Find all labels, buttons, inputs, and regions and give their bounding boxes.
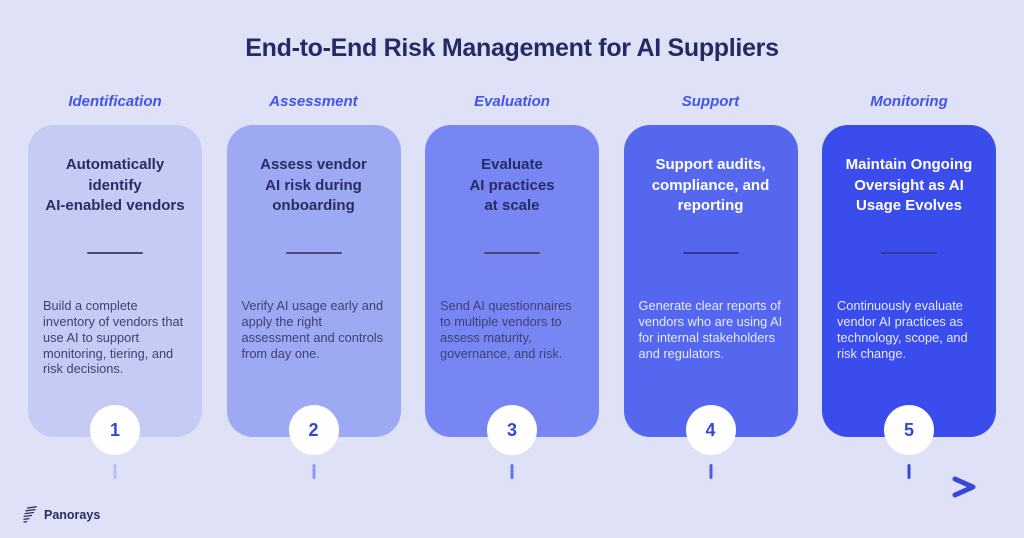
step-number: 3	[506, 419, 517, 440]
step-number-badge: 2	[288, 405, 339, 455]
card-title: Assess vendor AI risk during onboarding	[260, 156, 367, 215]
divider	[881, 252, 937, 254]
divider	[682, 252, 739, 254]
card-title: Evaluate AI practices at scale	[469, 156, 555, 215]
stage-label-support: Support	[681, 93, 740, 110]
card-title: Support audits, compliance, and reportin…	[651, 156, 770, 215]
cards-row: Automatically identify AI-enabled vendor…	[28, 125, 996, 479]
timeline-tick	[709, 464, 712, 479]
card-description: Send AI questionnaires to multiple vendo…	[440, 298, 572, 361]
step-number: 1	[109, 419, 120, 440]
card-title: Maintain Ongoing Oversight as AI Usage E…	[845, 156, 973, 215]
divider	[87, 252, 143, 254]
stage-label-cell: Evaluation	[425, 93, 599, 111]
timeline-tick	[113, 464, 117, 479]
stage-label-evaluation: Evaluation	[474, 93, 550, 110]
stage-label-identification: Identification	[68, 93, 162, 110]
timeline-arrow	[45, 476, 976, 498]
card-description: Continuously evaluate vendor AI practice…	[837, 298, 968, 361]
card-description: Build a complete inventory of vendors th…	[43, 298, 184, 377]
panorays-logo-icon	[23, 506, 37, 523]
card-description: Generate clear reports of vendors who ar…	[638, 298, 783, 361]
step-number: 2	[308, 419, 319, 440]
card-description: Verify AI usage early and apply the righ…	[241, 298, 384, 361]
stage-label-monitoring: Monitoring	[870, 93, 948, 110]
timeline-tick	[312, 464, 315, 479]
step-number: 5	[903, 419, 914, 440]
card-assessment: Assess vendor AI risk during onboarding …	[226, 125, 401, 479]
timeline-tick	[510, 464, 514, 479]
card-monitoring: Maintain Ongoing Oversight as AI Usage E…	[822, 125, 996, 479]
stage-label-cell: Assessment	[227, 93, 401, 111]
stage-label-cell: Identification	[28, 93, 202, 111]
timeline-tick	[907, 464, 911, 479]
brand-name: Panorays	[44, 507, 101, 522]
page-title: End-to-End Risk Management for AI Suppli…	[245, 34, 779, 62]
stage-label-cell: Support	[624, 93, 798, 111]
step-number-badge: 3	[487, 405, 537, 455]
stage-label-cell: Monitoring	[822, 93, 996, 111]
card-support: Support audits, compliance, and reportin…	[623, 125, 798, 479]
brand-logo: Panorays	[22, 505, 100, 524]
step-number-badge: 5	[884, 405, 934, 455]
stage-labels-row: Identification Assessment Evaluation Sup…	[28, 93, 996, 111]
card-title: Automatically identify AI-enabled vendor…	[45, 156, 185, 215]
card-evaluation: Evaluate AI practices at scale Send AI q…	[425, 125, 599, 479]
step-number-badge: 1	[90, 405, 140, 455]
step-number: 4	[705, 419, 716, 440]
divider	[484, 252, 540, 254]
stage-label-assessment: Assessment	[269, 93, 358, 110]
step-number-badge: 4	[685, 405, 736, 455]
card-identification: Automatically identify AI-enabled vendor…	[28, 125, 202, 479]
divider	[285, 252, 342, 254]
arrowhead-icon	[952, 476, 976, 498]
